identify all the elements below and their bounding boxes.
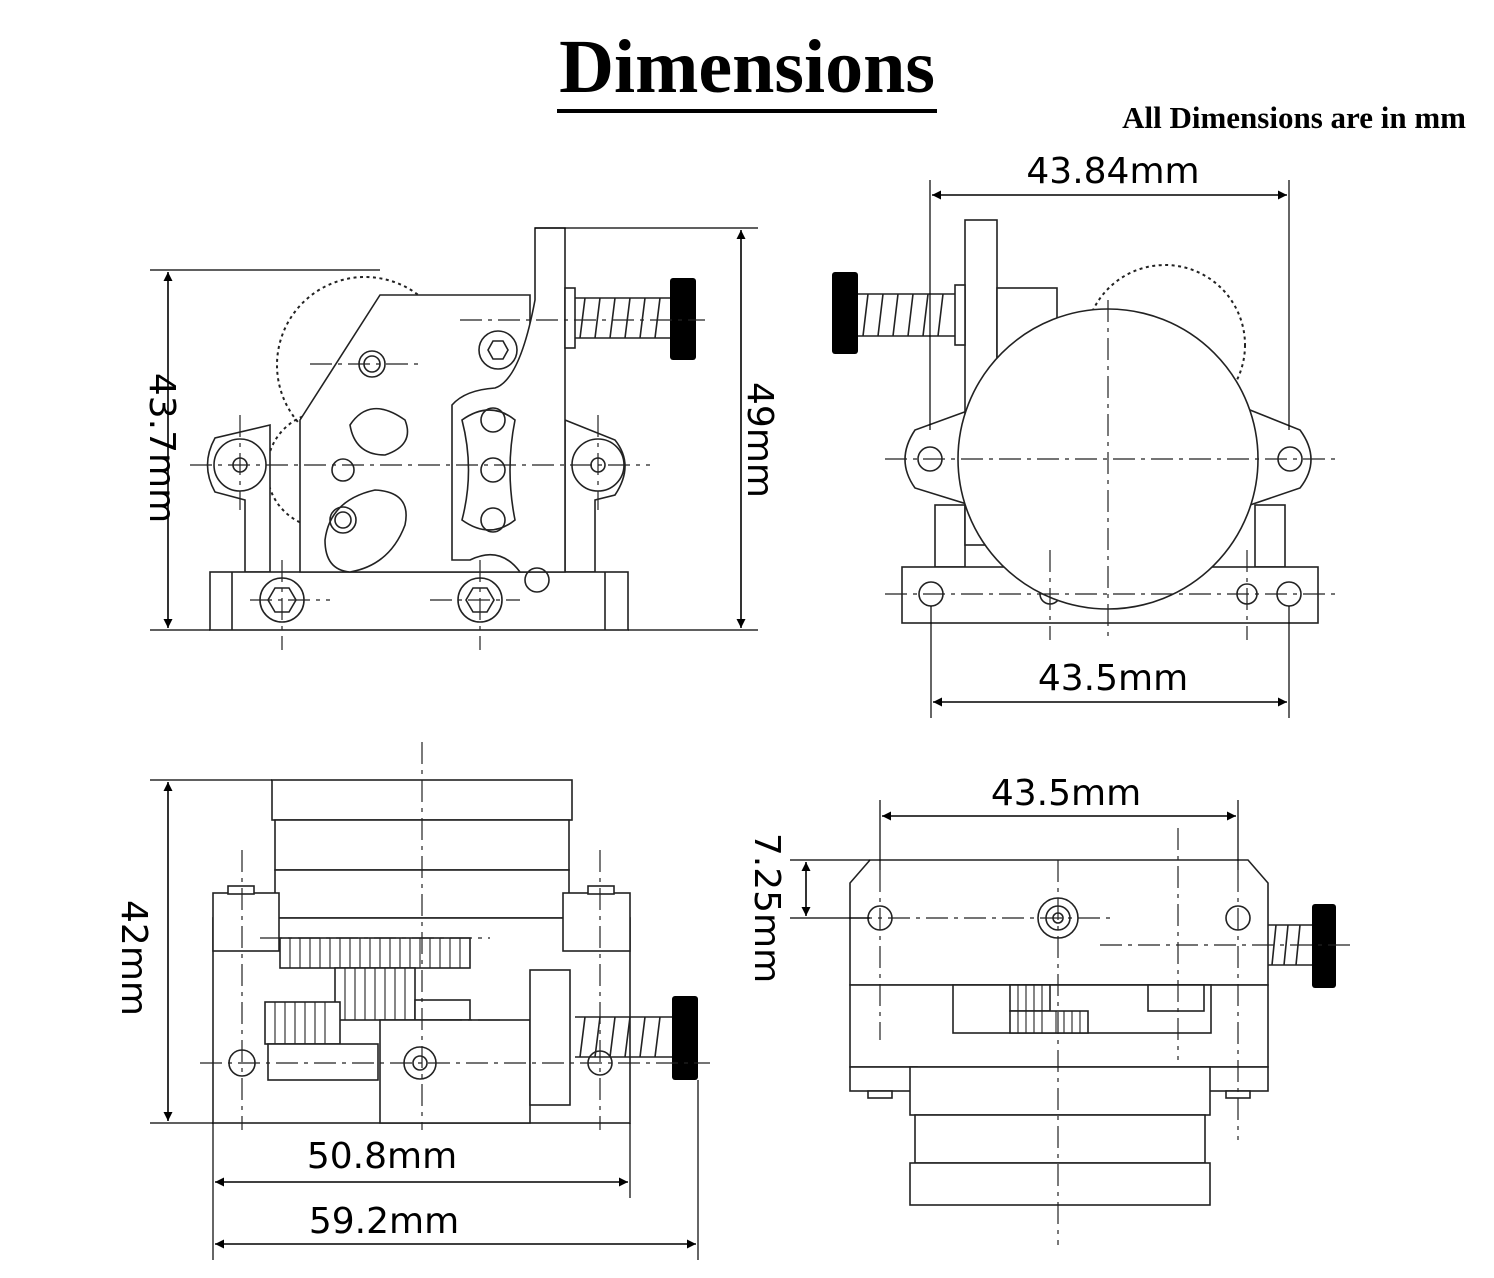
bottom-width-outer-label: 59.2mm (309, 1201, 459, 1242)
tension-knob (670, 278, 696, 360)
front-height-left-label: 43.7mm (141, 373, 182, 523)
front-base (209, 571, 629, 631)
back-width-bottom-label: 43.5mm (1038, 658, 1188, 699)
page-title: Dimensions (0, 22, 1494, 113)
bottom-view: 42mm 50.8mm 59.2mm (113, 742, 710, 1260)
top-width-label: 43.5mm (991, 773, 1141, 814)
bottom-width-inner-label: 50.8mm (307, 1136, 457, 1177)
front-height-right-label: 49mm (739, 382, 780, 498)
bottom-tension-knob (672, 996, 698, 1080)
top-tension-knob (1312, 904, 1336, 988)
units-note: All Dimensions are in mm (1122, 100, 1466, 135)
back-tension-knob (832, 272, 858, 354)
top-offset-label: 7.25mm (746, 833, 787, 983)
bottom-height-label: 42mm (113, 900, 154, 1016)
right-mount-ear (564, 418, 626, 573)
back-view: 43.84mm 43.5mm (832, 151, 1335, 718)
top-view: 43.5mm 7.25mm (746, 773, 1350, 1245)
back-width-top-label: 43.84mm (1026, 151, 1199, 192)
front-view: 43.7mm 49mm (141, 227, 780, 650)
tension-spring (575, 297, 670, 339)
left-mount-ear (206, 423, 271, 573)
top-motor-block (909, 1162, 1211, 1206)
